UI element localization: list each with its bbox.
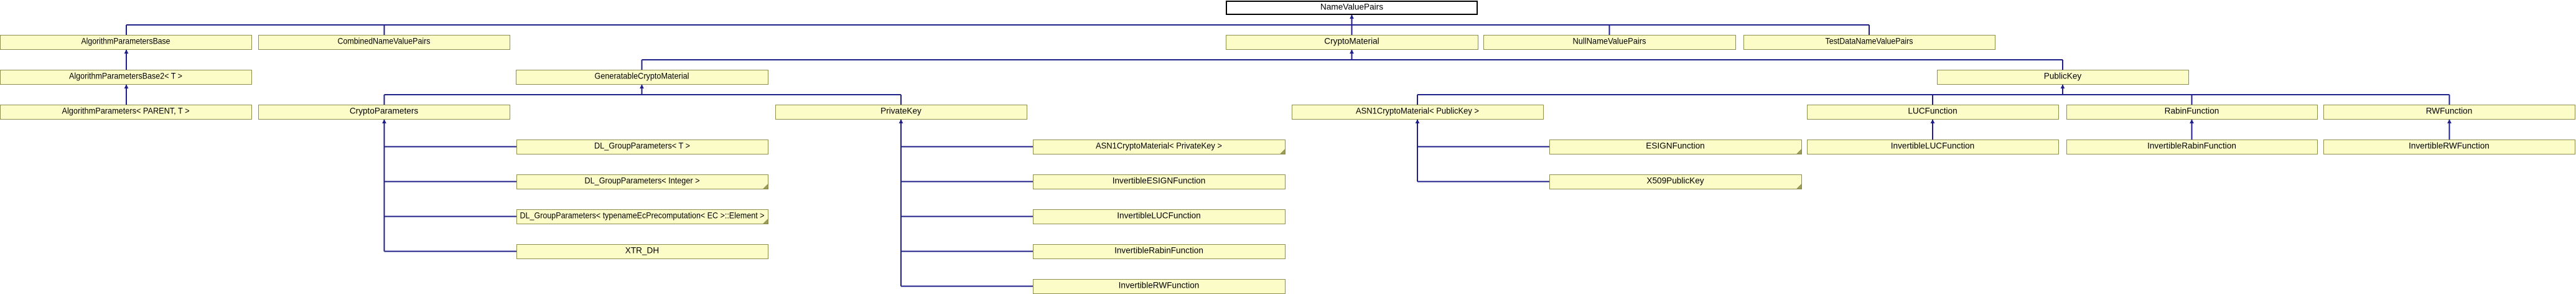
svg-text:DL_GroupParameters< typenameEc: DL_GroupParameters< typenameEcPrecomputa… [520, 211, 765, 220]
svg-text:CryptoParameters: CryptoParameters [350, 106, 418, 115]
svg-text:NameValuePairs: NameValuePairs [1320, 2, 1383, 11]
svg-text:TestDataNameValuePairs: TestDataNameValuePairs [1826, 36, 1913, 45]
svg-text:InvertibleRWFunction: InvertibleRWFunction [2409, 141, 2490, 150]
svg-text:PublicKey: PublicKey [2044, 71, 2082, 80]
svg-text:InvertibleLUCFunction: InvertibleLUCFunction [1891, 141, 1975, 150]
svg-text:AlgorithmParameters< PARENT, T: AlgorithmParameters< PARENT, T > [62, 106, 190, 115]
svg-text:CombinedNameValuePairs: CombinedNameValuePairs [338, 36, 431, 45]
svg-text:AlgorithmParametersBase2< T >: AlgorithmParametersBase2< T > [69, 71, 182, 80]
svg-text:ESIGNFunction: ESIGNFunction [1646, 141, 1704, 150]
svg-text:CryptoMaterial: CryptoMaterial [1324, 36, 1379, 45]
svg-text:PrivateKey: PrivateKey [880, 106, 922, 115]
svg-text:DL_GroupParameters< T >: DL_GroupParameters< T > [594, 141, 690, 150]
svg-text:ASN1CryptoMaterial< PrivateKey: ASN1CryptoMaterial< PrivateKey > [1096, 141, 1222, 150]
svg-text:InvertibleRabinFunction: InvertibleRabinFunction [1114, 245, 1203, 255]
svg-text:RabinFunction: RabinFunction [2165, 106, 2219, 115]
svg-text:DL_GroupParameters< Integer >: DL_GroupParameters< Integer > [585, 176, 700, 185]
svg-text:XTR_DH: XTR_DH [625, 245, 659, 255]
svg-text:AlgorithmParametersBase: AlgorithmParametersBase [82, 36, 170, 45]
svg-text:RWFunction: RWFunction [2426, 106, 2473, 115]
svg-text:LUCFunction: LUCFunction [1908, 106, 1957, 115]
svg-text:NullNameValuePairs: NullNameValuePairs [1573, 36, 1646, 45]
svg-text:InvertibleRWFunction: InvertibleRWFunction [1119, 280, 1200, 290]
svg-text:X509PublicKey: X509PublicKey [1646, 176, 1704, 185]
svg-text:GeneratableCryptoMaterial: GeneratableCryptoMaterial [595, 71, 689, 80]
svg-text:InvertibleRabinFunction: InvertibleRabinFunction [2147, 141, 2236, 150]
svg-text:InvertibleLUCFunction: InvertibleLUCFunction [1117, 211, 1201, 220]
svg-text:ASN1CryptoMaterial< PublicKey: ASN1CryptoMaterial< PublicKey > [1356, 106, 1479, 115]
svg-text:InvertibleESIGNFunction: InvertibleESIGNFunction [1113, 176, 1206, 185]
